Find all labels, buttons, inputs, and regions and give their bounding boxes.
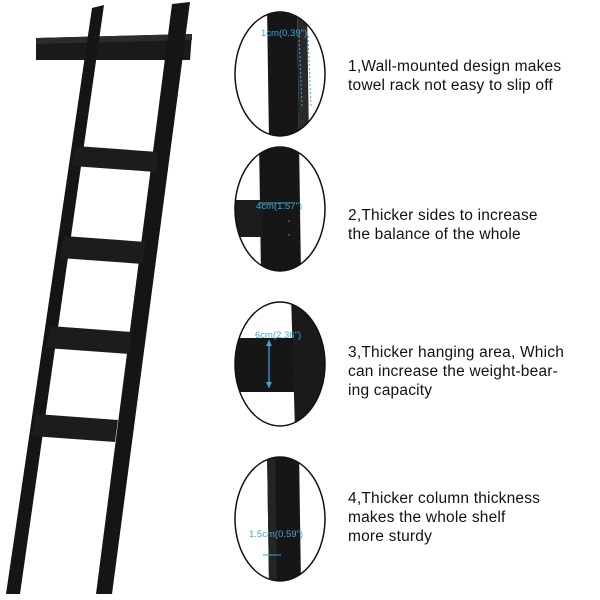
dimension-label: 6cm(2.36") [255, 330, 301, 341]
detail-hanging-area: 6cm(2.36") [234, 301, 326, 427]
rung-1 [72, 146, 158, 172]
feature-line: ing capacity [348, 382, 433, 399]
dimension-label: 1cm(0.39") [261, 28, 307, 39]
feature-hanging-area: 3,Thicker hanging area, Which can increa… [348, 343, 598, 400]
rung-2 [60, 236, 146, 264]
dimension-label: 4cm(1.57") [256, 201, 302, 212]
feature-line: the balance of the whole [348, 226, 521, 243]
feature-line: towel rack not easy to slip off [348, 77, 553, 94]
feature-line: more sturdy [348, 528, 433, 545]
detail-side-thickness: 4cm(1.57") [234, 146, 326, 272]
feature-line: 3,Thicker hanging area, Which [348, 344, 565, 361]
left-rail [6, 5, 104, 594]
rung-4 [32, 414, 118, 442]
feature-wall-mounted: 1,Wall-mounted design makes towel rack n… [348, 57, 598, 95]
feature-line: can increase the weight-bear- [348, 363, 558, 380]
right-rail [96, 2, 190, 594]
ladder-towel-rack [6, 2, 192, 594]
feature-line: 2,Thicker sides to increase [348, 207, 538, 224]
feature-line: makes the whole shelf [348, 509, 506, 526]
feature-thicker-sides: 2,Thicker sides to increase the balance … [348, 206, 598, 244]
feature-line: 1,Wall-mounted design makes [348, 58, 562, 75]
detail-wall-mount: 1cm(0.39") [234, 11, 326, 137]
rung-3 [46, 326, 132, 354]
feature-line: 4,Thicker column thickness [348, 490, 541, 507]
detail-column-thickness: 1.5cm(0.59") [234, 456, 326, 582]
dimension-label: 1.5cm(0.59") [249, 529, 303, 540]
feature-column-thickness: 4,Thicker column thickness makes the who… [348, 489, 598, 546]
